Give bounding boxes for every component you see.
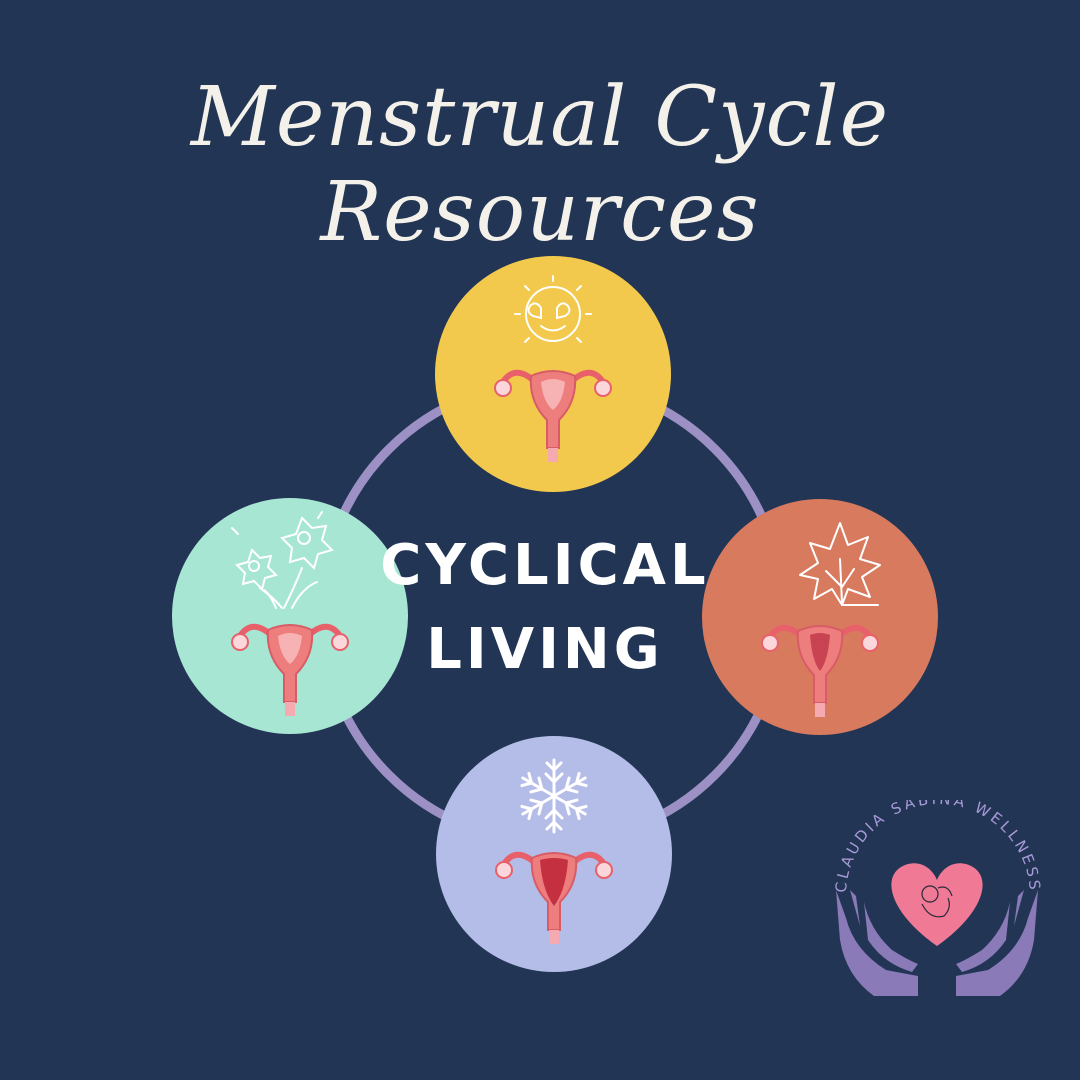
page-title: Menstrual Cycle Resources <box>190 70 890 260</box>
phase-circle-autumn <box>702 499 938 735</box>
center-heading-line-2: LIVING <box>426 617 664 682</box>
uterus-icon <box>231 623 349 716</box>
uterus-icon <box>494 369 612 462</box>
uterus-icon <box>495 851 613 944</box>
uterus-icon <box>761 624 879 717</box>
center-heading-line-1: CYCLICAL <box>380 533 710 598</box>
phase-circle-winter <box>436 736 672 972</box>
phase-circle-spring <box>172 498 408 734</box>
phase-circle-summer <box>435 256 671 492</box>
maple-leaf-icon <box>761 522 881 717</box>
brand-logo: CLAUDIA SABINA WELLNESS <box>832 800 1041 996</box>
snowflake-icon <box>495 758 613 944</box>
sun-icon <box>494 275 612 462</box>
flower-icon <box>231 511 349 716</box>
figure-icon <box>921 885 953 918</box>
heart-icon <box>891 863 983 946</box>
hands-icon <box>836 890 1038 996</box>
